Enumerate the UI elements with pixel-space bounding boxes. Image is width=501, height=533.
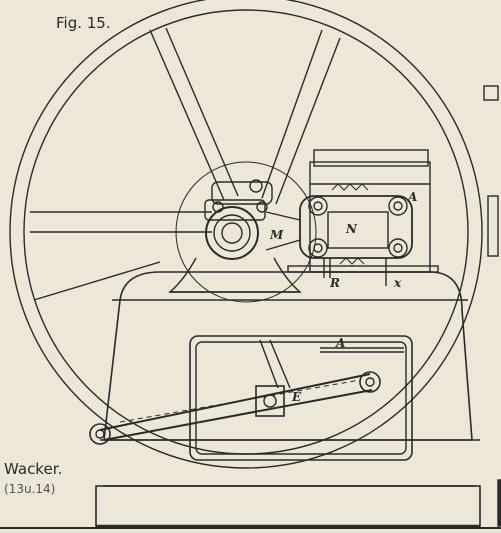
valve-gear bbox=[265, 149, 439, 286]
eccentric-rod bbox=[89, 339, 381, 445]
figure-number: Fig. 15. bbox=[56, 14, 111, 32]
engine-frame bbox=[95, 271, 481, 528]
side-fragments bbox=[0, 85, 501, 529]
bearing-pedestal bbox=[168, 257, 302, 293]
figure-caption: Wacker. bbox=[4, 460, 63, 478]
label-a-frame: A bbox=[336, 336, 346, 350]
label-e: E bbox=[292, 390, 302, 404]
label-x: x bbox=[394, 276, 402, 290]
label-m: M bbox=[270, 228, 284, 242]
label-n: N bbox=[346, 222, 357, 236]
figure-caption-sub: (13u.14) bbox=[4, 482, 56, 496]
crank-hub bbox=[204, 179, 273, 260]
label-r: R bbox=[330, 276, 340, 290]
label-a-top: A bbox=[408, 190, 418, 204]
